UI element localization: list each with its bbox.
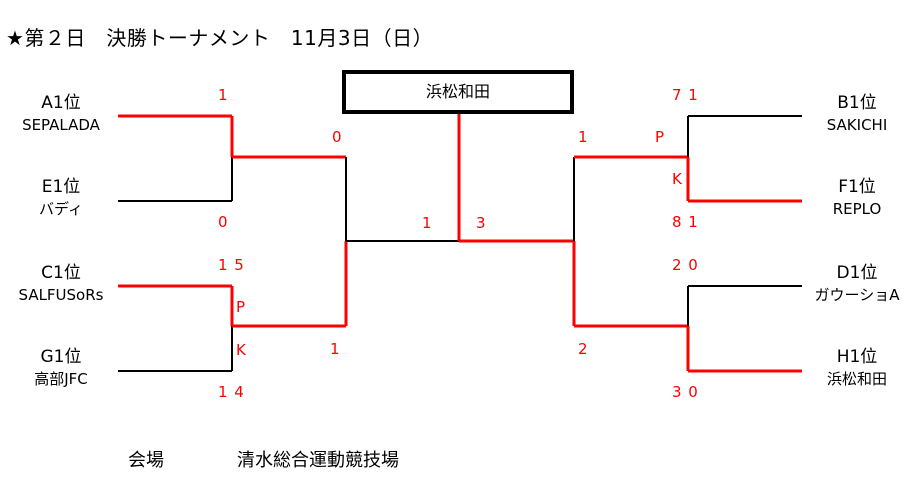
pk-c1: P [236, 298, 247, 316]
team-b1: B1位 SAKICHI [800, 92, 914, 136]
score-a1: 1 [218, 86, 229, 104]
team-rank: C1位 [41, 263, 81, 283]
team-e1: E1位 バディ [4, 176, 118, 220]
score-c1: 1 5 [218, 256, 245, 274]
team-rank: H1位 [836, 347, 878, 367]
team-a1: A1位 SEPALADA [4, 92, 118, 136]
venue-name: 清水総合運動競技場 [237, 450, 399, 471]
team-rank: B1位 [837, 93, 877, 113]
team-name: SALFUSoRs [18, 286, 104, 304]
team-name: 浜松和田 [826, 370, 887, 388]
team-name: 高部JFC [34, 370, 88, 388]
score-dh-semi: 2 [578, 340, 589, 358]
score-g1: 1 4 [218, 383, 245, 401]
team-c1: C1位 SALFUSoRs [4, 262, 118, 306]
score-h1: 3 0 [672, 383, 699, 401]
team-name: ガウーショA [814, 286, 900, 304]
team-rank: A1位 [41, 93, 81, 113]
score-f1: 8 1 [672, 213, 699, 231]
team-h1: H1位 浜松和田 [800, 346, 914, 390]
page-title: ★第２日 決勝トーナメント 11月3日（日） [6, 26, 434, 50]
team-g1: G1位 高部JFC [4, 346, 118, 390]
team-name: バディ [39, 200, 83, 218]
score-d1: 2 0 [672, 256, 699, 274]
team-rank: G1位 [40, 347, 82, 367]
team-f1: F1位 REPLO [800, 176, 914, 220]
team-name: SEPALADA [22, 116, 100, 134]
team-rank: D1位 [836, 263, 878, 283]
score-ae-semi: 0 [332, 128, 343, 146]
score-final-left: 1 [422, 214, 433, 232]
score-final-right: 3 [476, 214, 487, 232]
team-d1: D1位 ガウーショA [800, 262, 914, 306]
team-rank: F1位 [838, 177, 876, 197]
pk-b1: P [655, 128, 666, 146]
team-name: SAKICHI [826, 116, 888, 134]
pk-g1: K [236, 341, 247, 359]
score-bf-semi: 1 [578, 128, 589, 146]
pk-f1: K [672, 170, 683, 188]
score-e1: 0 [218, 213, 229, 231]
team-rank: E1位 [41, 177, 81, 197]
team-name: REPLO [832, 200, 882, 218]
champion-box: 浜松和田 [342, 70, 574, 114]
venue-label: 会場 [128, 450, 164, 471]
score-cg-semi: 1 [330, 340, 341, 358]
score-b1: 7 1 [672, 86, 699, 104]
